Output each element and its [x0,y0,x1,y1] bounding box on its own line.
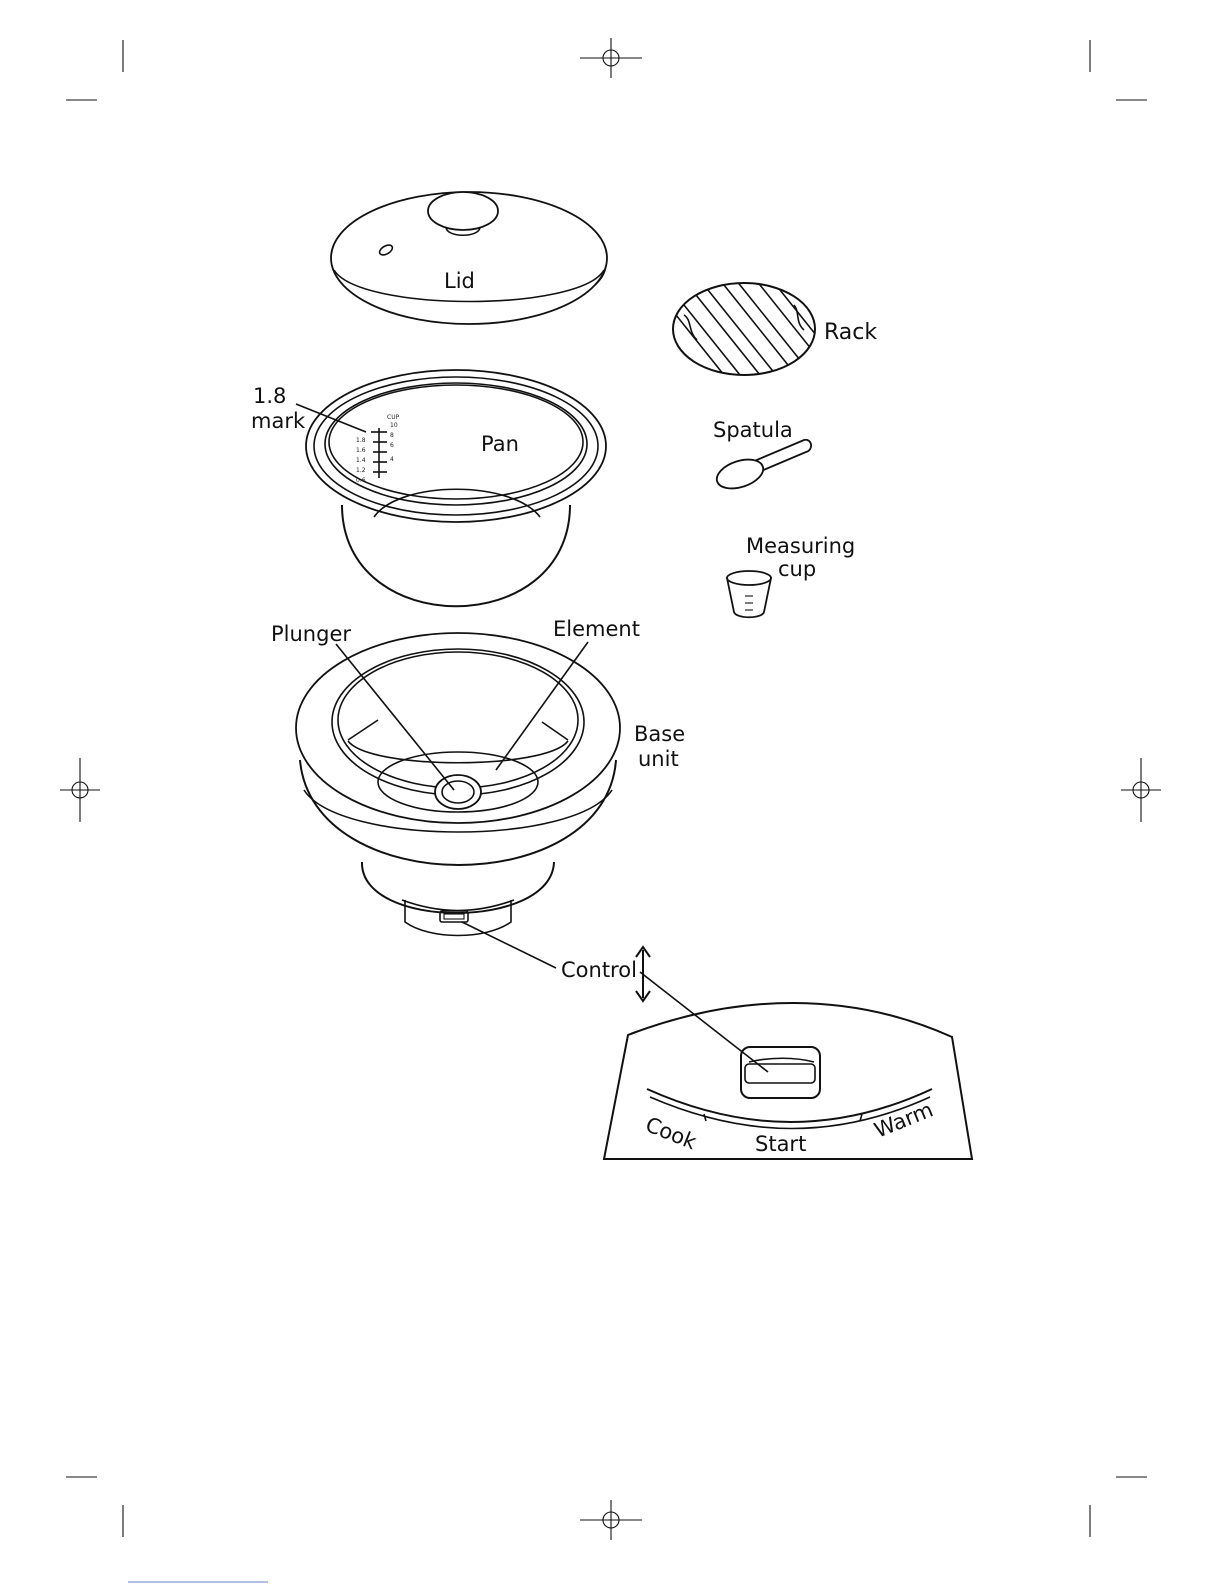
pan-scale-cup: 4 [390,456,394,463]
measuring-cup-label-line2: cup [778,557,816,581]
control-label: Control [561,958,637,982]
rack-label: Rack [824,320,877,345]
registration-mark-top [580,38,642,78]
measuring-cup-illustration [727,571,771,617]
cook-position-label: Cook [642,1112,700,1154]
start-position-label: Start [755,1132,806,1156]
pan-scale-cup: 10 [390,422,398,429]
mark-word-label: mark [251,409,306,433]
base-unit-illustration [296,633,620,936]
warm-position-label: Warm [871,1098,937,1143]
pan-scale-cup: 6 [390,442,394,449]
pan-scale-litre: 1.8 [356,437,366,444]
lid-label: Lid [444,269,475,293]
base-unit-label-line1: Base [634,722,685,746]
control-leader-line [462,922,556,968]
pan-scale-header: CUP [387,414,400,421]
plunger-label: Plunger [271,622,351,646]
pan-illustration [306,370,606,606]
pan-scale-litre: 1.4 [356,457,366,464]
pan-scale-litre: 1.2 [356,467,366,474]
pan-scale-litre: 1.6 [356,447,366,454]
pan-scale-litre: 0.6 [356,477,366,484]
mark-value-label: 1.8 [253,384,286,408]
spatula-label: Spatula [713,418,793,442]
pan-label: Pan [481,432,519,456]
control-detail-leader-line [640,972,768,1072]
registration-mark-bottom [580,1500,642,1540]
element-label: Element [553,617,640,641]
pan-scale-cup: 8 [390,432,394,439]
registration-mark-left [60,758,100,822]
lid-illustration [331,192,607,324]
base-unit-label-line2: unit [638,747,679,771]
double-arrow-icon [636,947,650,1001]
registration-mark-right [1121,758,1161,822]
measuring-cup-label-line1: Measuring [746,534,855,558]
spatula-illustration [713,440,811,494]
